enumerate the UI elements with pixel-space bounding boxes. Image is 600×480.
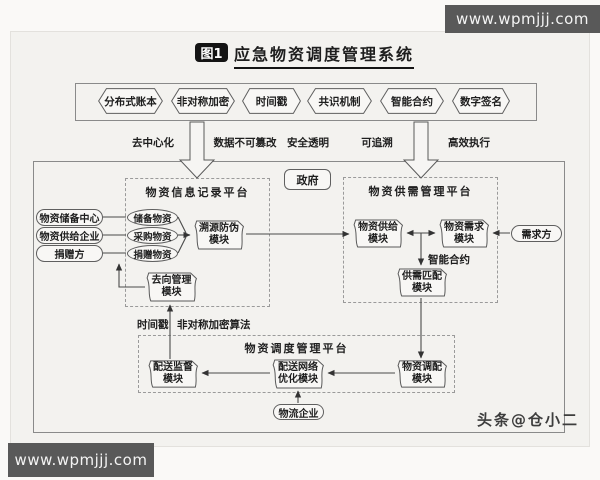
card-shape — [352, 219, 404, 248]
encryption-algorithm-label: 非对称加密算法 — [177, 319, 251, 331]
hexagon-shape — [98, 88, 163, 114]
donated-materials-oval: 捐赠物资 — [127, 245, 178, 262]
module-label: 配送监督模块 — [153, 362, 193, 386]
module-label-line2: 优化模块 — [278, 374, 318, 385]
logistics-enterprise-node: 物流企业 — [273, 404, 324, 420]
reserve-center-node: 物资储备中心 — [36, 209, 103, 226]
delivery-supervision-module: 配送监督模块 — [147, 360, 199, 388]
tech-label: 智能合约 — [391, 95, 433, 108]
module-label-line2: 模块 — [161, 287, 182, 298]
hexagon-shape — [307, 88, 372, 114]
hexagon-shape — [171, 88, 235, 114]
hexagon-shape — [452, 88, 510, 114]
material-allocation-module: 物资调配模块 — [396, 360, 448, 388]
card-shape — [193, 220, 245, 250]
module-label-line2: 模块 — [412, 374, 432, 385]
module-label: 物资调配模块 — [402, 362, 442, 386]
module-label: 溯源防伪模块 — [199, 223, 239, 247]
module-label-line1: 配送网络 — [278, 362, 318, 373]
tech-label: 共识机制 — [318, 95, 361, 108]
module-label-line1: 配送监督 — [153, 362, 193, 373]
figure-number-badge: 图1 — [195, 43, 228, 62]
card-shape — [145, 272, 198, 302]
tech-label: 非对称加密 — [176, 95, 230, 108]
tech-timestamp: 时间戳 — [242, 88, 301, 114]
tech-label: 分布式账本 — [104, 95, 157, 108]
delivery-network-optimization-module: 配送网络优化模块 — [271, 359, 325, 389]
module-label-line2: 模块 — [209, 235, 229, 246]
material-demand-module: 物资需求模块 — [438, 219, 490, 248]
card-shape — [147, 360, 199, 388]
material-supply-module: 物资供给模块 — [352, 219, 404, 248]
supply-platform-title: 物资供需管理平台 — [368, 185, 473, 198]
module-label-line1: 溯源防伪 — [199, 223, 239, 234]
module-label: 物资供给模块 — [358, 222, 398, 246]
module-label: 去向管理模块 — [152, 275, 192, 299]
purchased-materials-oval: 采购物资 — [127, 227, 178, 244]
module-label-line2: 模块 — [412, 282, 432, 294]
info-platform-title: 物资信息记录平台 — [145, 186, 250, 199]
feature-decentralization: 去中心化 — [132, 137, 174, 149]
watermark-top-right: www.wpmjjj.com — [445, 5, 600, 33]
tech-digital-signature: 数字签名 — [452, 88, 510, 114]
main-system-box — [33, 161, 565, 433]
supply-enterprise-node: 物资供给企业 — [36, 227, 103, 244]
blockchain-tech-strip — [75, 83, 537, 121]
tech-distributed-ledger: 分布式账本 — [98, 88, 163, 114]
tech-smart-contract: 智能合约 — [380, 88, 444, 114]
government-node: 政府 — [284, 169, 331, 190]
timestamp-label: 时间戳 — [137, 319, 169, 331]
donor-node: 捐赠方 — [36, 245, 103, 262]
module-label-line1: 去向管理 — [151, 275, 192, 286]
card-shape — [396, 360, 448, 388]
supply-demand-match-module: 供需匹配模块 — [396, 268, 448, 297]
module-label-line2: 模块 — [368, 233, 388, 245]
module-label-line1: 供需匹配 — [402, 270, 442, 282]
hexagon-shape — [380, 88, 444, 114]
smart-contract-label: 智能合约 — [428, 254, 470, 266]
dispatch-platform-title: 物资调度管理平台 — [244, 342, 349, 355]
card-shape — [396, 268, 448, 297]
card-shape — [271, 359, 325, 389]
hexagon-shape — [242, 88, 301, 114]
author-credit: 头条@仓小二 — [477, 411, 580, 429]
module-label: 物资需求模块 — [444, 222, 484, 246]
module-label-line1: 物资需求 — [444, 221, 484, 233]
tech-consensus: 共识机制 — [307, 88, 372, 114]
feature-efficient-execution: 高效执行 — [448, 137, 490, 149]
destination-management-module: 去向管理模块 — [145, 272, 198, 302]
module-label-line2: 模块 — [454, 233, 474, 245]
module-label-line1: 物资供给 — [358, 221, 398, 233]
module-label: 配送网络优化模块 — [278, 362, 318, 386]
figure-title: 应急物资调度管理系统 — [234, 41, 415, 69]
feature-traceability: 可追溯 — [361, 137, 393, 149]
feature-tamper-proof: 数据不可篡改 — [213, 137, 277, 149]
reserve-materials-oval: 储备物资 — [127, 209, 178, 226]
feature-transparency: 安全透明 — [287, 137, 329, 149]
tech-label: 数字签名 — [460, 95, 502, 108]
watermark-bottom-left: www.wpmjjj.com — [8, 443, 154, 477]
demand-side-node: 需求方 — [511, 225, 562, 242]
tech-label: 时间戳 — [255, 95, 288, 108]
module-label-line1: 物资调配 — [402, 362, 442, 373]
module-label: 供需匹配模块 — [402, 271, 442, 295]
tech-asymmetric-encryption: 非对称加密 — [171, 88, 235, 114]
module-label-line2: 模块 — [163, 374, 183, 385]
trace-antifake-module: 溯源防伪模块 — [193, 220, 245, 250]
card-shape — [438, 219, 490, 248]
